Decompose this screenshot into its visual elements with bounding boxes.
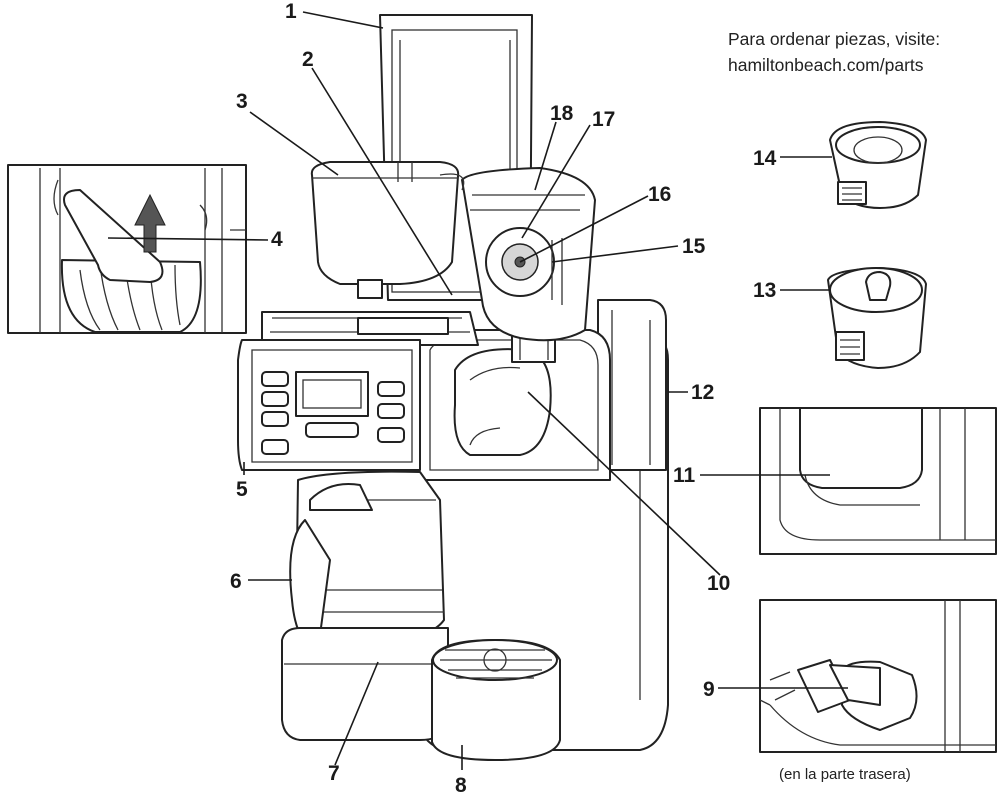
label-10: 10: [707, 572, 730, 595]
rear-caption: (en la parte trasera): [779, 766, 911, 783]
label-17: 17: [592, 108, 615, 131]
label-1: 1: [285, 0, 297, 23]
inset-11: [759, 407, 997, 555]
parts-info-url: hamiltonbeach.com/parts: [728, 55, 924, 75]
label-18: 18: [550, 102, 574, 125]
label-15: 15: [682, 235, 706, 258]
label-5: 5: [236, 478, 248, 501]
parts-info-line-1: Para ordenar piezas, visite:: [728, 29, 941, 49]
label-3: 3: [236, 90, 248, 113]
label-7: 7: [328, 762, 340, 785]
label-11: 11: [673, 464, 696, 487]
label-13: 13: [753, 279, 776, 302]
inset-lever: [7, 164, 247, 334]
label-9: 9: [703, 678, 715, 701]
label-16: 16: [648, 183, 671, 206]
coffee-maker: [237, 14, 669, 761]
label-8: 8: [455, 774, 467, 795]
label-4: 4: [271, 228, 283, 251]
part-13: [827, 267, 927, 369]
label-12: 12: [691, 381, 714, 404]
label-14: 14: [753, 147, 777, 170]
inset-9: [759, 599, 997, 753]
part-14: [829, 121, 927, 209]
leader-lines: [107, 11, 848, 770]
label-6: 6: [230, 570, 242, 593]
label-2: 2: [302, 48, 314, 71]
callout-numbers: 1 2 3 4 5 6 7 8 9 10 11 12 13 14 15 16 1…: [230, 0, 777, 795]
